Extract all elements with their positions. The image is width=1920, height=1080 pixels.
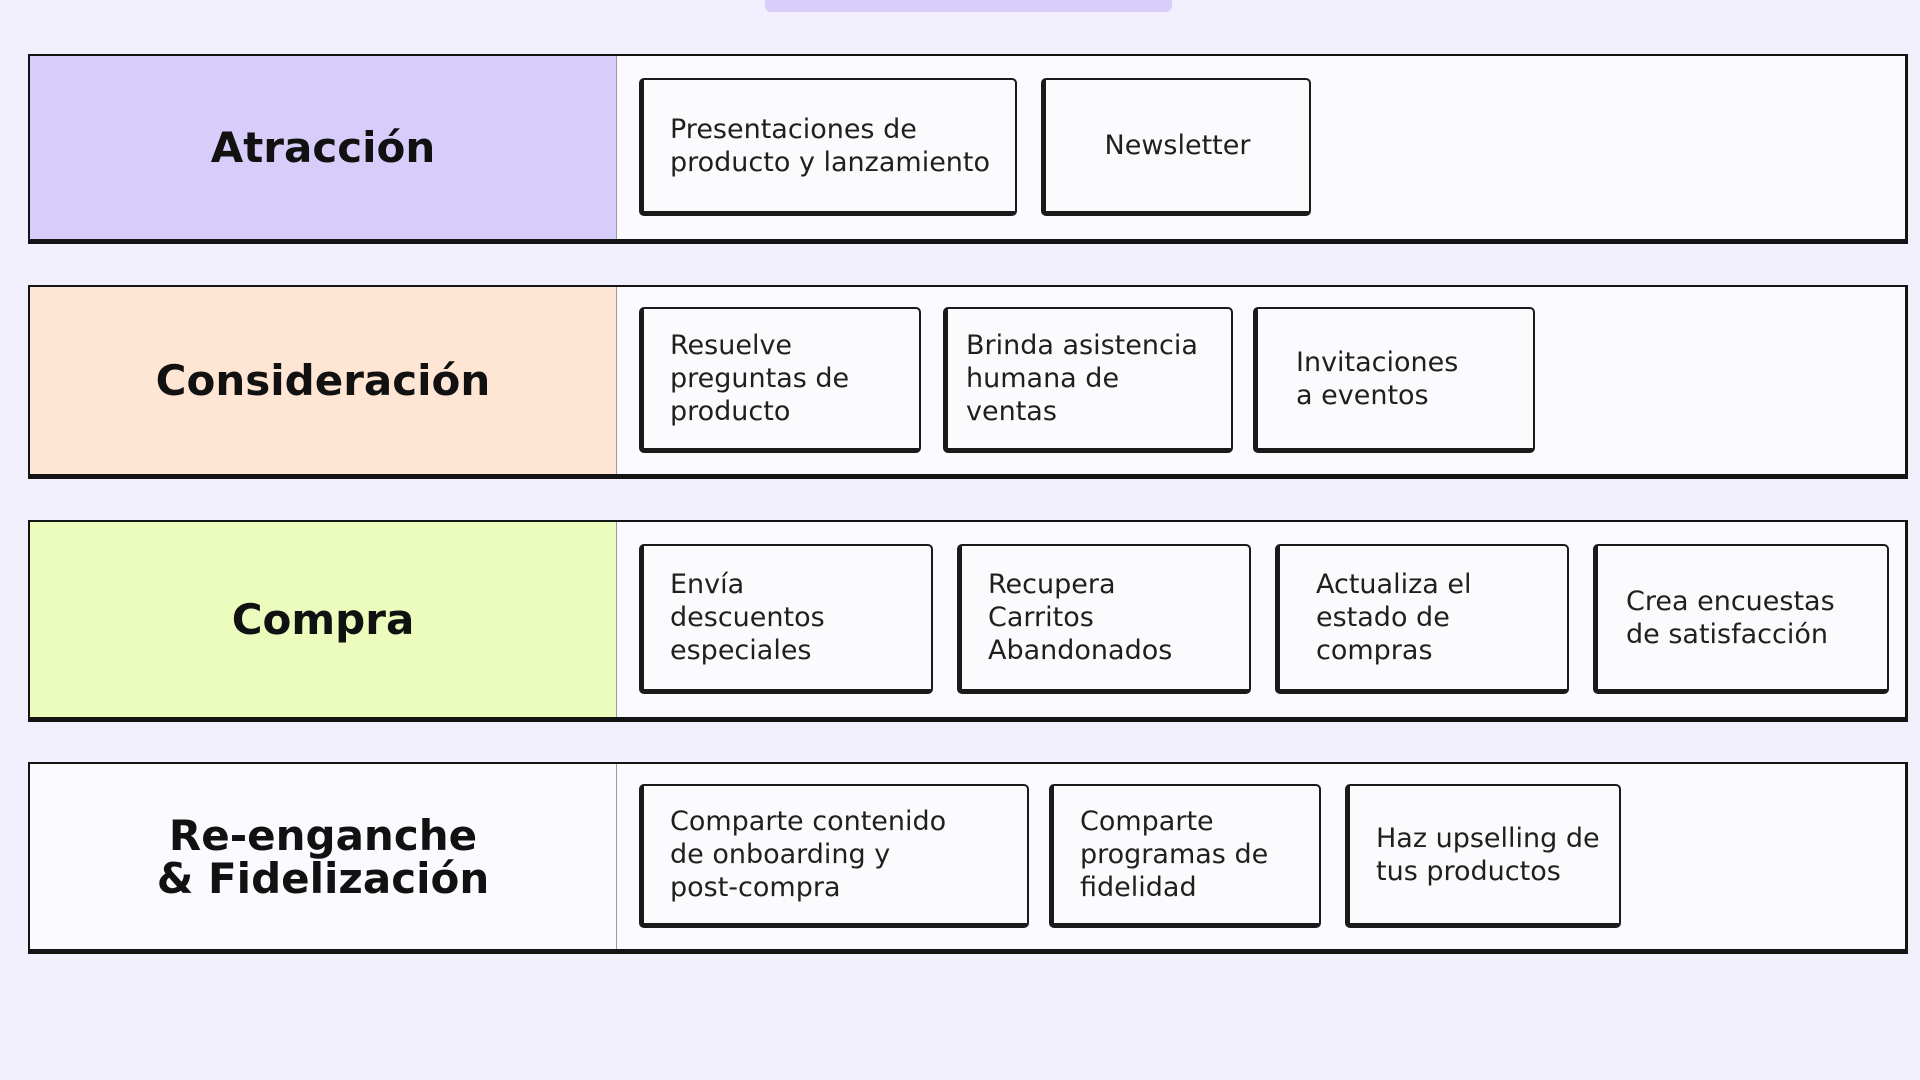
card-encuestas: Crea encuestas de satisfacción (1593, 544, 1889, 694)
stage-label: Consideración (30, 287, 617, 474)
card-programas-fidelidad: Comparte programas de fidelidad (1049, 784, 1321, 928)
stage-consideracion: Consideración Resuelve preguntas de prod… (28, 285, 1908, 479)
stage-atraccion: Atracción Presentaciones de producto y l… (28, 54, 1908, 244)
card-estado-compras: Actualiza el estado de compras (1275, 544, 1569, 694)
card-asistencia-humana: Brinda asistencia humana de ventas (943, 307, 1233, 453)
stage-label: Compra (30, 522, 617, 717)
stage-cards: Presentaciones de producto y lanzamiento… (617, 56, 1905, 239)
card-carritos-abandonados: Recupera Carritos Abandonados (957, 544, 1251, 694)
stage-compra: Compra Envía descuentos especiales Recup… (28, 520, 1908, 722)
stage-reenganche: Re-enganche & Fidelización Comparte cont… (28, 762, 1908, 954)
card-invitaciones-eventos: Invitaciones a eventos (1253, 307, 1535, 453)
stage-label: Re-enganche & Fidelización (30, 764, 617, 949)
stage-label: Atracción (30, 56, 617, 239)
card-resuelve-preguntas: Resuelve preguntas de producto (639, 307, 921, 453)
top-tab (765, 0, 1172, 12)
card-upselling: Haz upselling de tus productos (1345, 784, 1621, 928)
card-onboarding: Comparte contenido de onboarding y post-… (639, 784, 1029, 928)
card-newsletter: Newsletter (1041, 78, 1311, 216)
card-presentaciones: Presentaciones de producto y lanzamiento (639, 78, 1017, 216)
card-descuentos: Envía descuentos especiales (639, 544, 933, 694)
stage-cards: Envía descuentos especiales Recupera Car… (617, 522, 1905, 717)
stage-cards: Comparte contenido de onboarding y post-… (617, 764, 1905, 949)
stage-cards: Resuelve preguntas de producto Brinda as… (617, 287, 1905, 474)
